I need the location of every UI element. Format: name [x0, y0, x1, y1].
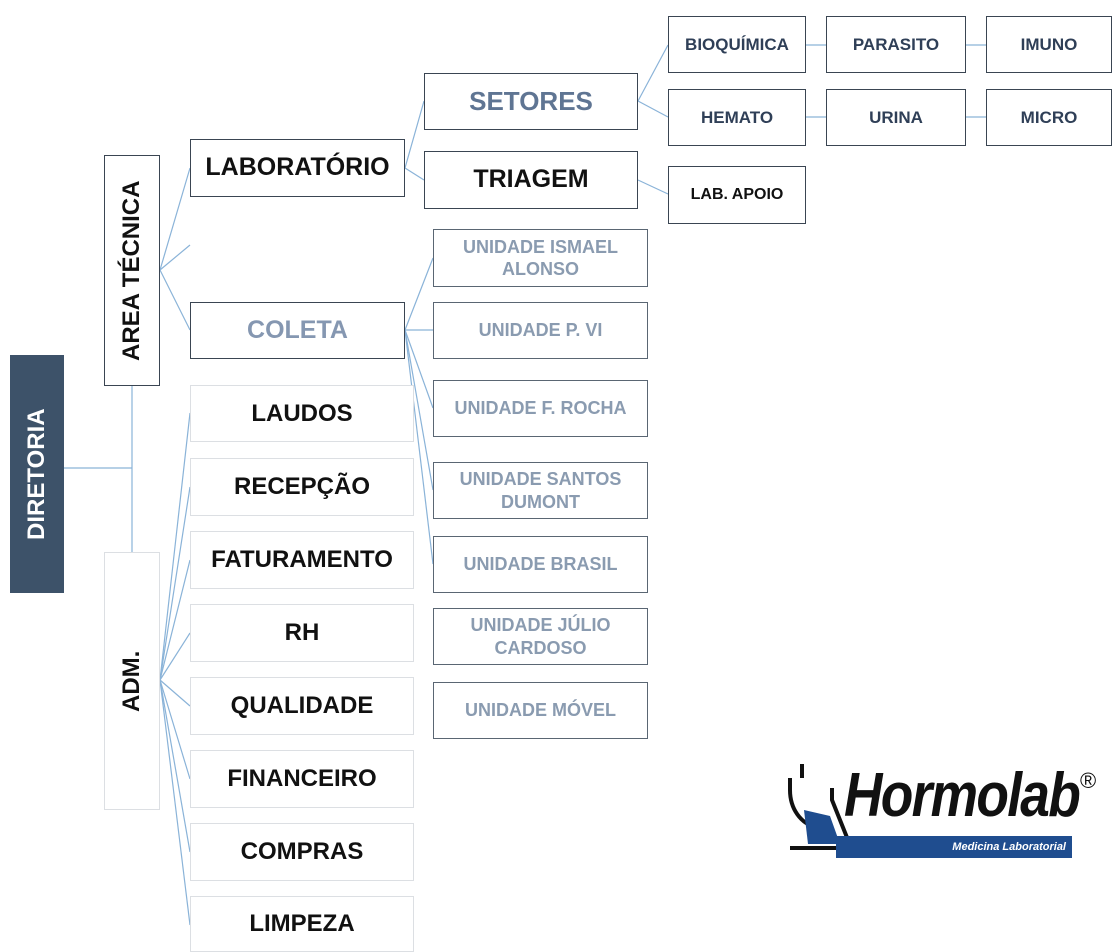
hormolab-logo: Hormolab ® Medicina Laboratorial — [778, 760, 1098, 870]
logo-name: Hormolab — [844, 761, 1081, 830]
unit-label: UNIDADE F. ROCHA — [454, 398, 627, 419]
unit-node: UNIDADE F. ROCHA — [433, 380, 648, 437]
sector-label: PARASITO — [852, 34, 940, 54]
logo-tagline-bar: Medicina Laboratorial — [836, 836, 1072, 858]
setores-label: SETORES — [469, 86, 593, 117]
sector-label: HEMATO — [700, 107, 774, 127]
adm-item-node: FATURAMENTO — [190, 531, 414, 589]
unit-node: UNIDADE JÚLIO CARDOSO — [433, 608, 648, 665]
unit-label: UNIDADE ISMAEL ALONSO — [462, 236, 618, 280]
triagem-node: TRIAGEM — [424, 151, 638, 209]
adm-item-node: QUALIDADE — [190, 677, 414, 735]
sector-node: IMUNO — [986, 16, 1112, 73]
area-tecnica-node: AREA TÉCNICA — [104, 155, 160, 386]
adm-item-node: LIMPEZA — [190, 896, 414, 952]
adm-item-node: LAUDOS — [190, 385, 414, 442]
unit-label: UNIDADE P. VI — [478, 320, 603, 341]
setores-node: SETORES — [424, 73, 638, 130]
lab-apoio-node: LAB. APOIO — [668, 166, 806, 224]
adm-item-label: RECEPÇÃO — [233, 473, 371, 500]
adm-item-label: LAUDOS — [251, 399, 353, 427]
unit-node: UNIDADE BRASIL — [433, 536, 648, 593]
adm-label: ADM. — [118, 650, 145, 712]
lab-apoio-label: LAB. APOIO — [690, 186, 784, 203]
registered-mark: ® — [1080, 768, 1097, 793]
sector-node: PARASITO — [826, 16, 966, 73]
sector-node: URINA — [826, 89, 966, 146]
coleta-label: COLETA — [247, 315, 348, 344]
adm-item-node: RECEPÇÃO — [190, 458, 414, 516]
adm-item-label: QUALIDADE — [230, 692, 374, 719]
adm-item-label: RH — [284, 619, 320, 646]
adm-item-label: FINANCEIRO — [227, 765, 377, 792]
unit-label: UNIDADE JÚLIO CARDOSO — [470, 615, 611, 658]
adm-item-label: FATURAMENTO — [211, 546, 393, 573]
area-tecnica-label: AREA TÉCNICA — [118, 180, 145, 361]
sector-node: BIOQUÍMICA — [668, 16, 806, 73]
laboratorio-label: LABORATÓRIO — [205, 153, 390, 182]
unit-node: UNIDADE P. VI — [433, 302, 648, 359]
sector-label: IMUNO — [1020, 34, 1078, 54]
adm-item-node: FINANCEIRO — [190, 750, 414, 808]
sector-label: URINA — [869, 107, 923, 127]
unit-label: UNIDADE BRASIL — [463, 554, 618, 575]
flask-icon — [788, 764, 850, 850]
logo-tagline: Medicina Laboratorial — [952, 841, 1066, 853]
unit-label: UNIDADE SANTOS DUMONT — [459, 469, 622, 512]
adm-item-label: COMPRAS — [240, 838, 364, 865]
sector-label: MICRO — [1020, 107, 1078, 127]
unit-label: UNIDADE MÓVEL — [464, 700, 616, 721]
unit-node: UNIDADE ISMAEL ALONSO — [433, 229, 648, 287]
adm-item-label: LIMPEZA — [249, 910, 355, 937]
unit-node: UNIDADE SANTOS DUMONT — [433, 462, 648, 519]
sector-node: MICRO — [986, 89, 1112, 146]
diretoria-label: DIRETORIA — [23, 408, 50, 540]
adm-item-node: RH — [190, 604, 414, 662]
diretoria-node: DIRETORIA — [10, 355, 64, 593]
sector-node: HEMATO — [668, 89, 806, 146]
triagem-label: TRIAGEM — [473, 165, 589, 194]
adm-node: ADM. — [104, 552, 160, 810]
adm-item-node: COMPRAS — [190, 823, 414, 881]
unit-node: UNIDADE MÓVEL — [433, 682, 648, 739]
laboratorio-node: LABORATÓRIO — [190, 139, 405, 197]
coleta-node: COLETA — [190, 302, 405, 359]
sector-label: BIOQUÍMICA — [685, 34, 789, 54]
